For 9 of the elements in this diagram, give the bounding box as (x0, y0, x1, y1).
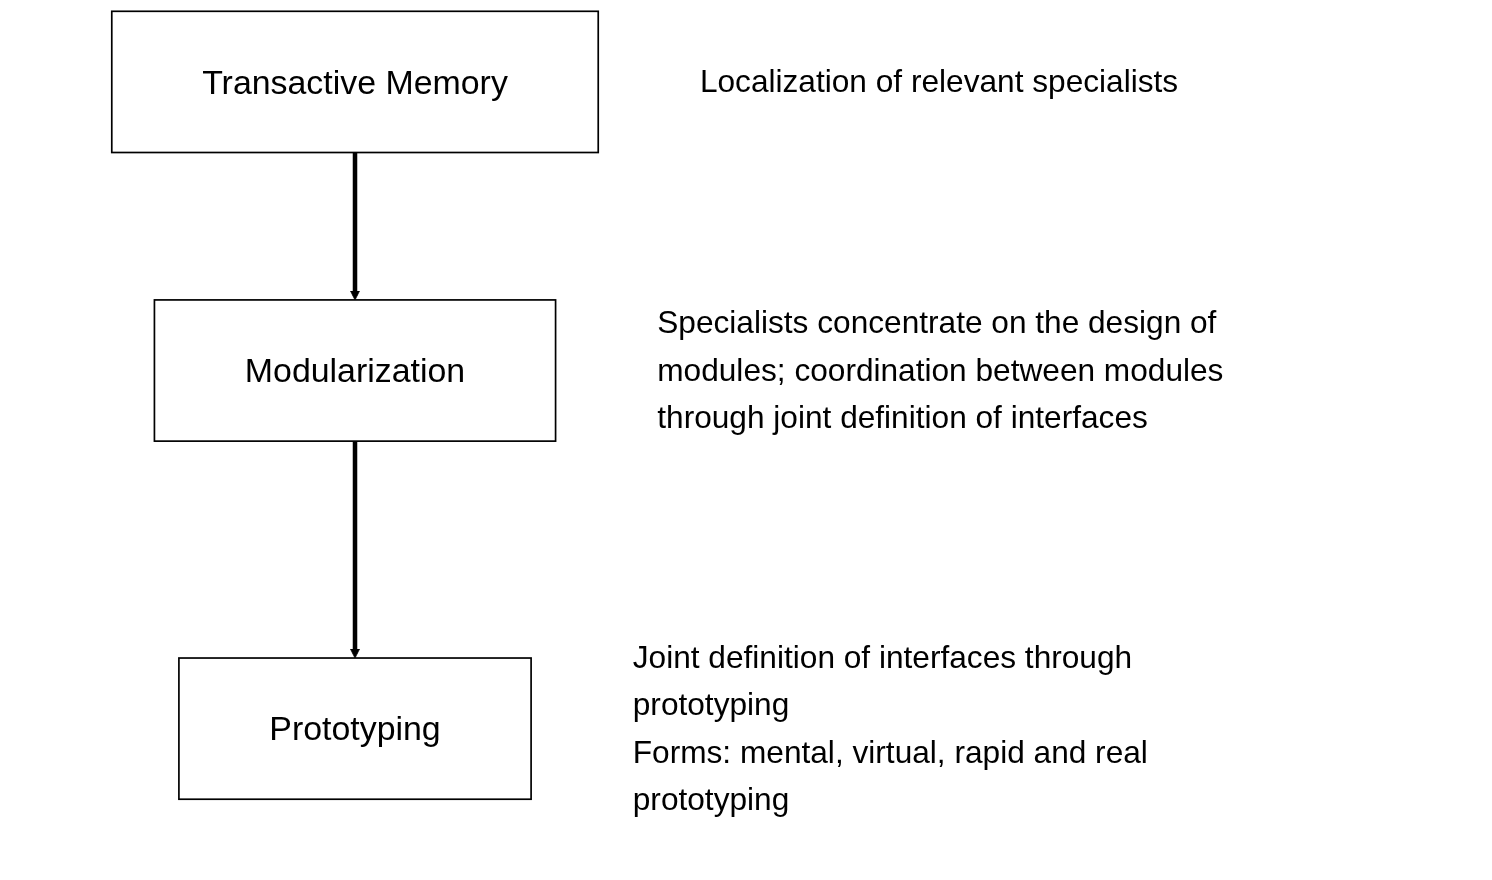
node-label: Specialists concentrate on the design of modules; coordination between modules through joint definition of interfaces (657, 305, 1224, 435)
node-label: Localization of relevant specialists (699, 63, 1179, 99)
node-label: Forms: mental, virtual, rapid and real prototyping (632, 734, 1148, 817)
node-label: Joint definition of interfaces through prototyping (632, 639, 1133, 722)
node-box: Prototyping (178, 657, 532, 801)
node-box: Modularization (153, 299, 557, 442)
node-box: Transactive Memory (110, 10, 600, 154)
arrow (350, 441, 360, 659)
arrow (350, 152, 360, 301)
